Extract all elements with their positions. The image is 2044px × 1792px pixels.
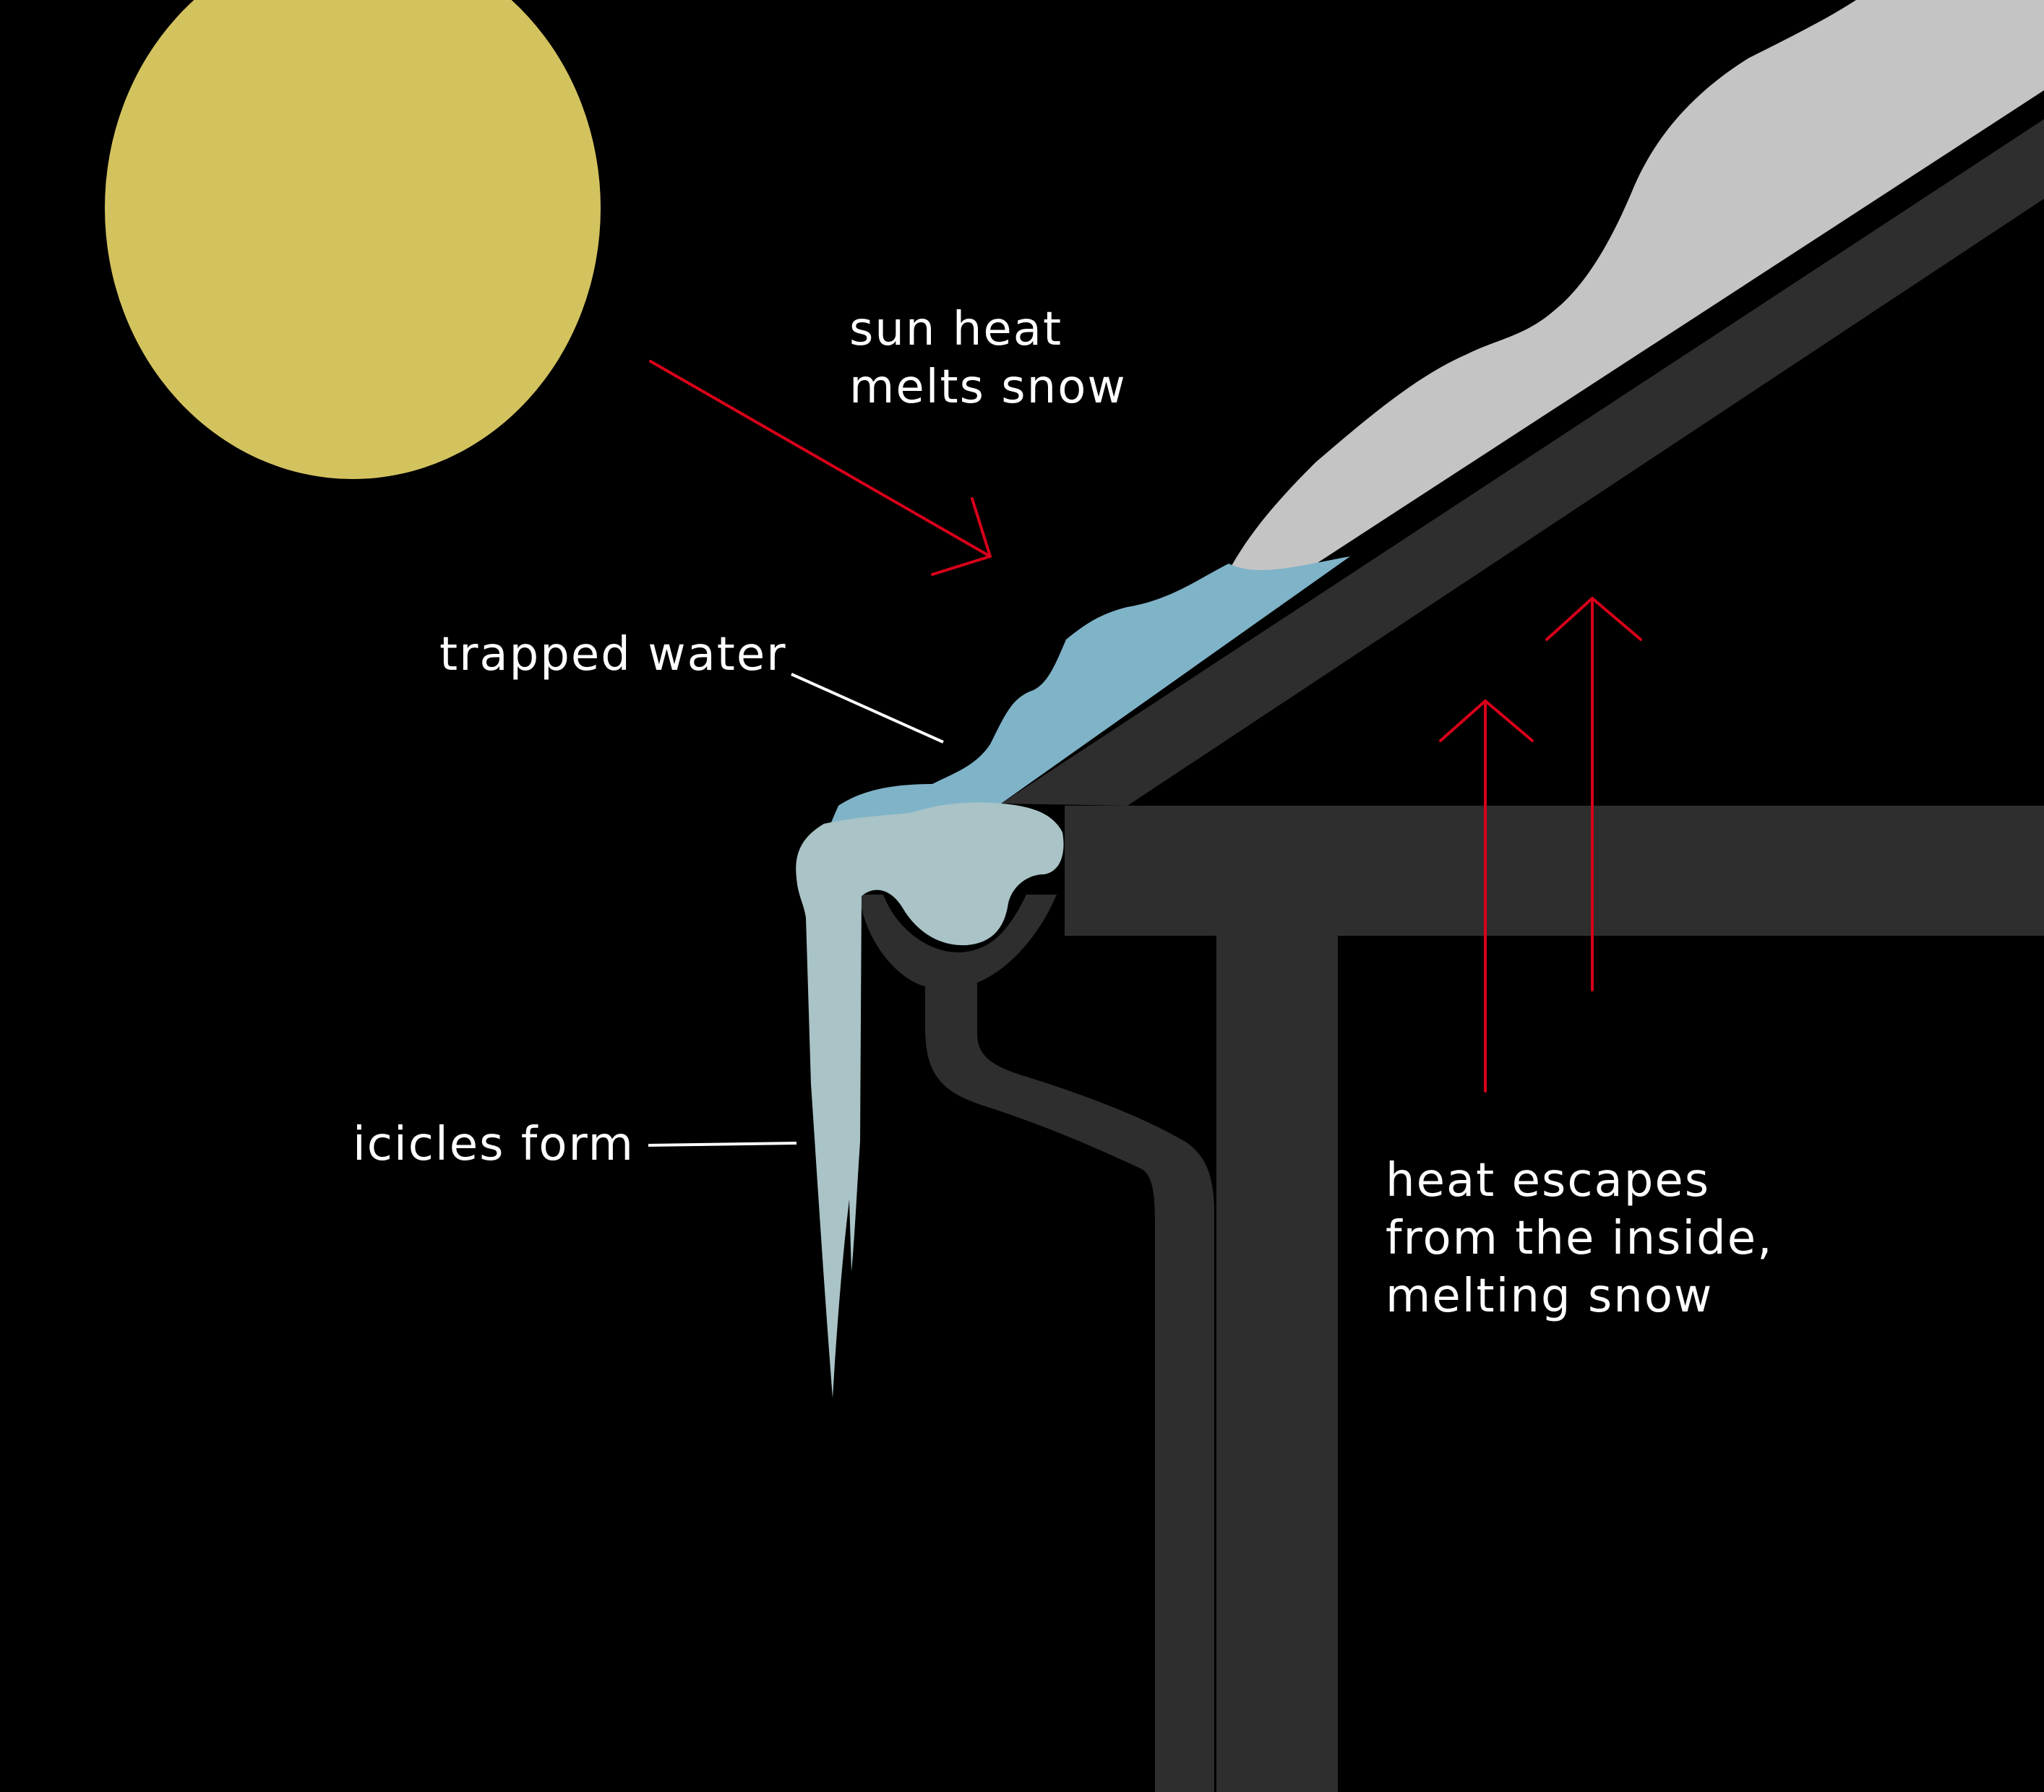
trapped-water	[831, 556, 1350, 822]
gutter	[859, 895, 1214, 1792]
roof-snow	[1208, 0, 2044, 634]
heat-escapes-label-line2: from the inside,	[1386, 1212, 1773, 1265]
sun-heat-arrow	[649, 360, 992, 576]
ice-dam	[796, 802, 1064, 1398]
rising-heat-arrow-left	[1439, 699, 1534, 1093]
sun	[105, 0, 601, 479]
heat-escapes-label: heat escapes from the inside, melting sn…	[1386, 1154, 1790, 1323]
sun-heat-label: sun heat melts snow	[849, 303, 1127, 414]
heat-escapes-label-line1: heat escapes	[1386, 1154, 1710, 1207]
house-structure	[1001, 119, 2044, 1792]
roof	[1001, 119, 2044, 806]
trapped-water-leader	[791, 673, 944, 744]
heat-escapes-label-line3: melting snow	[1386, 1270, 1713, 1323]
rising-heat-arrow-right	[1545, 597, 1642, 991]
icicles-leader	[648, 1142, 797, 1147]
sun-heat-label-line2: melts snow	[849, 361, 1127, 414]
trapped-water-label: trapped water	[439, 628, 787, 681]
wall	[1216, 936, 1338, 1792]
ceiling-beam	[1065, 806, 2044, 936]
sun-heat-label-line1: sun heat	[849, 303, 1062, 356]
icicles-label: icicles form	[353, 1118, 635, 1171]
